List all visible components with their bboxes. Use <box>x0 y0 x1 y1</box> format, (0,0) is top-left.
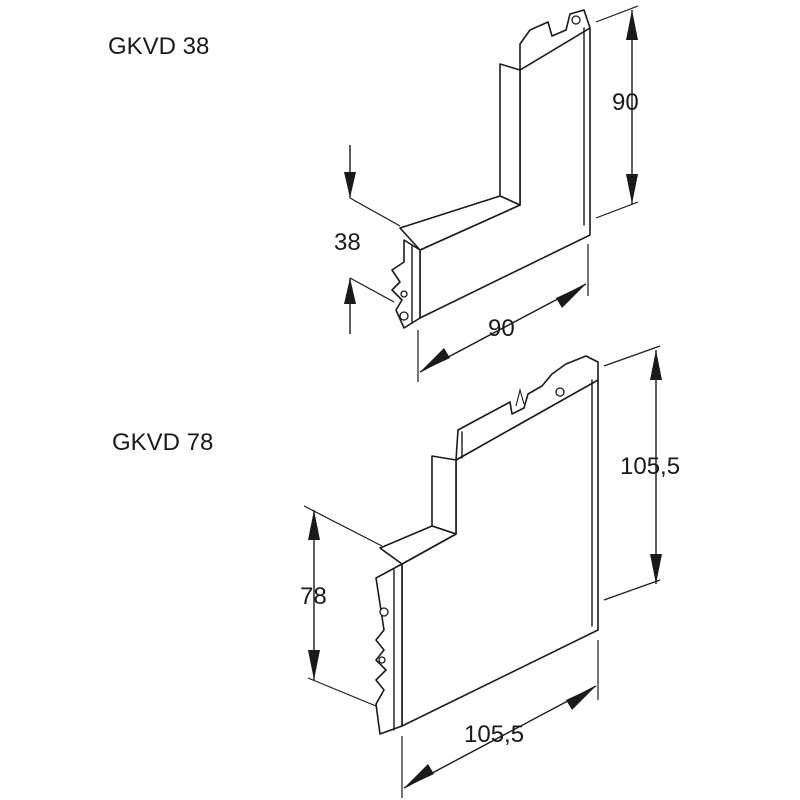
gkvd-78-dim-height: 105,5 <box>603 345 680 601</box>
gkvd-78-height-value: 105,5 <box>620 453 680 480</box>
gkvd-38-dim-depth: 38 <box>334 145 401 334</box>
gkvd-78-top-rim <box>455 355 599 461</box>
gkvd-78-title: GKVD 78 <box>112 429 213 456</box>
gkvd-78-drawing: GKVD 78 105,5 <box>112 345 680 798</box>
gkvd-78-horizontal-rim <box>379 525 457 565</box>
gkvd-38-depth-value: 38 <box>334 229 361 256</box>
gkvd-38-top-tab <box>519 9 591 71</box>
gkvd-38-side-slot <box>400 290 408 298</box>
gkvd-78-depth-value: 78 <box>300 583 327 610</box>
gkvd-78-side-slot <box>378 656 386 664</box>
gkvd-78-side-flange <box>375 563 403 735</box>
gkvd-38-part <box>391 9 591 329</box>
gkvd-38-title: GKVD 38 <box>108 33 209 60</box>
gkvd-38-dim-height: 90 <box>595 5 639 219</box>
gkvd-38-side-hole <box>399 311 409 321</box>
gkvd-38-horizontal-rim <box>399 195 521 251</box>
gkvd-78-dim-width: 105,5 <box>401 640 599 798</box>
gkvd-38-side-flange <box>391 239 421 329</box>
gkvd-38-top-hole <box>571 15 581 25</box>
gkvd-78-vertical-rim <box>431 455 457 535</box>
gkvd-78-top-hole <box>555 387 565 397</box>
gkvd-38-height-value: 90 <box>612 89 639 116</box>
gkvd-78-width-value: 105,5 <box>464 721 524 748</box>
gkvd-78-side-hole <box>379 607 389 617</box>
gkvd-38-width-value: 90 <box>488 315 515 342</box>
gkvd-38-drawing: GKVD 38 90 <box>108 5 639 382</box>
gkvd-78-part <box>375 355 599 735</box>
gkvd-38-vertical-rim <box>499 63 521 206</box>
gkvd-38-dim-width: 90 <box>417 244 589 382</box>
gkvd-78-dim-depth: 78 <box>300 505 383 707</box>
